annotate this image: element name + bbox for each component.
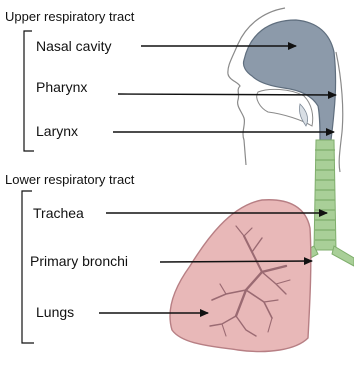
nasal-cavity <box>243 20 335 140</box>
neck-back-outline <box>336 52 343 172</box>
bronchus-right <box>332 246 354 266</box>
lower-tract-heading: Lower respiratory tract <box>5 172 134 188</box>
larynx-label: Larynx <box>36 123 78 139</box>
primary-bronchi-arrow <box>160 261 312 262</box>
pharynx-label: Pharynx <box>36 79 87 95</box>
lung <box>170 200 311 352</box>
lungs-label: Lungs <box>36 304 74 320</box>
nasal-cavity-label: Nasal cavity <box>36 38 111 54</box>
primary-bronchi-label: Primary bronchi <box>30 253 128 269</box>
upper-tract-heading: Upper respiratory tract <box>5 9 134 25</box>
trachea-tube <box>314 140 336 250</box>
pharynx-arrow <box>118 94 336 95</box>
trachea-label: Trachea <box>33 205 84 221</box>
upper-tract-bracket <box>24 31 34 151</box>
